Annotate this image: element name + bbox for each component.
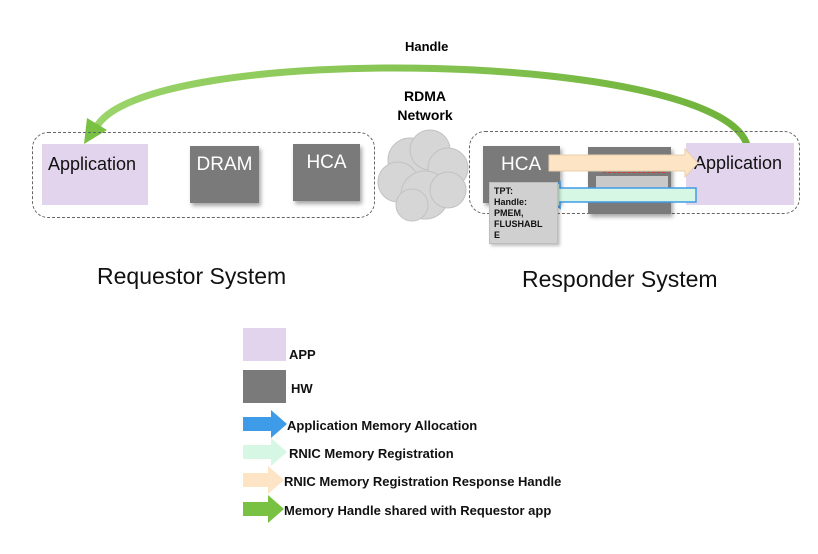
handle-arc [92,64,752,154]
legend-registration-label: RNIC Memory Registration [289,446,454,461]
tpt-note: TPT: Handle: PMEM, FLUSHABL E [489,182,558,244]
legend-handle-label: Memory Handle shared with Requestor app [284,503,552,518]
response-handle-arrow [548,147,699,179]
responder-application-label: Application [694,153,783,173]
tpt-line: E [494,230,501,240]
requestor-dram-box: DRAM [190,146,259,203]
handle-label: Handle [405,39,449,54]
legend-registration-arrow [243,438,287,466]
requestor-system-title: Requestor System [97,263,287,289]
legend-app-label: APP [289,347,316,362]
legend-allocation-arrow [243,410,287,438]
handle-arc-arrowhead [84,118,107,144]
tpt-line: Handle: [494,197,528,207]
legend-app-swatch [243,328,286,361]
legend-handle-arrow [243,495,284,523]
requestor-system-box [32,132,375,218]
buffer-red-line [603,172,665,176]
rdma-cloud-icon [377,129,469,222]
tpt-line: FLUSHABL [494,219,543,229]
requestor-hca-box: HCA [293,144,360,201]
legend-allocation-label: Application Memory Allocation [287,418,478,433]
legend-hw-swatch [243,370,286,403]
responder-application-box: Application [686,143,794,205]
requestor-application-box: Application [42,144,148,205]
legend-hw-label: HW [291,381,313,396]
tpt-line: TPT: [494,186,513,196]
legend-response-label: RNIC Memory Registration Response Handle [284,474,562,489]
network-label: RDMA Network [397,88,453,123]
requestor-application-label: Application [48,154,137,174]
legend-response-arrow [243,466,284,494]
tpt-line: PMEM, [494,208,524,218]
responder-system-title: Responder System [522,266,718,292]
